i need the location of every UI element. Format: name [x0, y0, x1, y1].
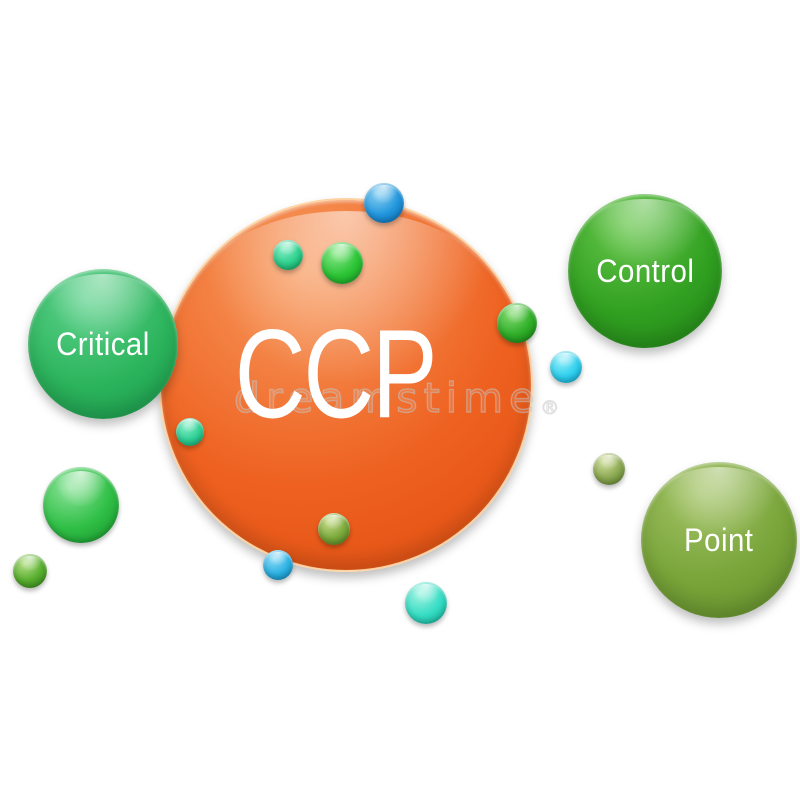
gloss-highlight: [53, 470, 109, 506]
gloss-highlight: [179, 419, 201, 433]
decorative-bubble-olive-right: [593, 453, 625, 485]
gloss-highlight: [597, 454, 621, 470]
gloss-highlight: [502, 305, 532, 324]
point-label: Point: [684, 521, 754, 558]
decorative-bubble-green-right: [497, 303, 537, 343]
gloss-highlight: [198, 211, 494, 382]
decorative-bubble-teal-left: [176, 418, 204, 446]
decorative-bubble-cyan-small: [550, 351, 582, 383]
decorative-bubble-blue-bottom: [263, 550, 293, 580]
decorative-bubble-olive-on-orange: [318, 513, 350, 545]
critical-label: Critical: [56, 325, 150, 362]
decorative-bubble-teal-bottom: [405, 582, 447, 624]
gloss-highlight: [410, 584, 442, 604]
node-critical: Critical: [28, 269, 178, 419]
control-label: Control: [595, 252, 695, 289]
decorative-bubble-green-large-bl: [43, 467, 119, 543]
gloss-highlight: [326, 244, 358, 264]
gloss-highlight: [554, 352, 578, 368]
node-control: Control: [568, 194, 722, 348]
node-point: Point: [641, 462, 797, 618]
gloss-highlight: [267, 551, 289, 566]
gloss-highlight: [322, 514, 346, 530]
decorative-bubble-blue-top: [364, 183, 404, 223]
gloss-highlight: [277, 241, 299, 256]
decorative-bubble-mint-top: [273, 240, 303, 270]
watermark-registered-icon: ®: [540, 396, 560, 419]
gloss-highlight: [17, 555, 43, 572]
gloss-highlight: [369, 185, 399, 204]
decorative-bubble-green-top: [321, 242, 363, 284]
decorative-bubble-green-small-bl: [13, 554, 47, 588]
